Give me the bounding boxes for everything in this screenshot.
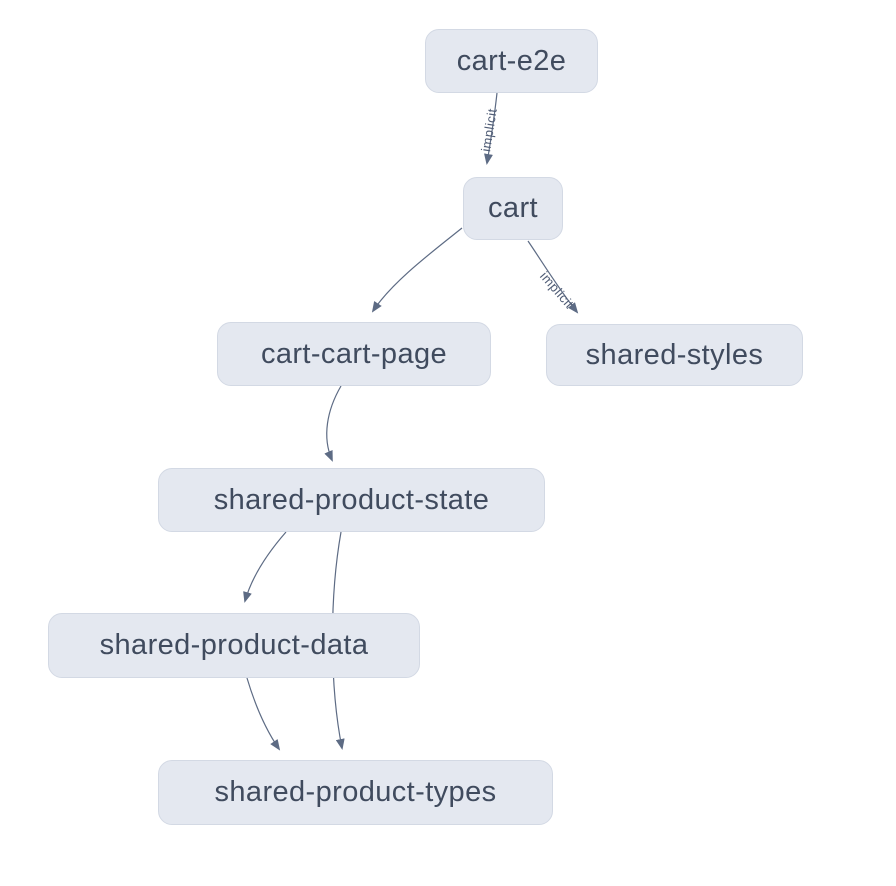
edge-cart-cart-page-to-shared-product-state bbox=[324, 385, 342, 462]
graph-node-shared-product-state[interactable]: shared-product-state bbox=[158, 468, 545, 532]
node-label: cart bbox=[488, 192, 538, 224]
node-label: shared-product-types bbox=[214, 776, 497, 808]
node-label: shared-product-state bbox=[213, 483, 490, 516]
node-label: shared-product-data bbox=[99, 629, 369, 661]
edge-shared-product-state-to-shared-product-data bbox=[243, 531, 287, 603]
graph-node-shared-product-types[interactable]: shared-product-types bbox=[158, 760, 553, 825]
edge-label-cart-e2e-to-cart: implicit bbox=[478, 107, 500, 153]
graph-node-shared-styles[interactable]: shared-styles bbox=[546, 324, 803, 386]
graph-node-cart-e2e[interactable]: cart-e2e bbox=[425, 29, 598, 93]
graph-node-shared-product-data[interactable]: shared-product-data bbox=[48, 613, 420, 678]
node-label: cart-cart-page bbox=[260, 337, 448, 370]
node-label: cart-e2e bbox=[456, 44, 567, 77]
graph-node-cart-cart-page[interactable]: cart-cart-page bbox=[217, 322, 491, 386]
edge-cart-e2e-to-cart bbox=[484, 92, 498, 165]
edge-shared-product-data-to-shared-product-types bbox=[246, 677, 281, 751]
edge-cart-to-cart-cart-page bbox=[371, 227, 463, 313]
edge-cart-to-shared-styles bbox=[527, 240, 579, 314]
edge-label-cart-to-shared-styles: implicit bbox=[537, 269, 577, 312]
graph-node-cart[interactable]: cart bbox=[463, 177, 563, 240]
node-label: shared-styles bbox=[585, 338, 764, 371]
